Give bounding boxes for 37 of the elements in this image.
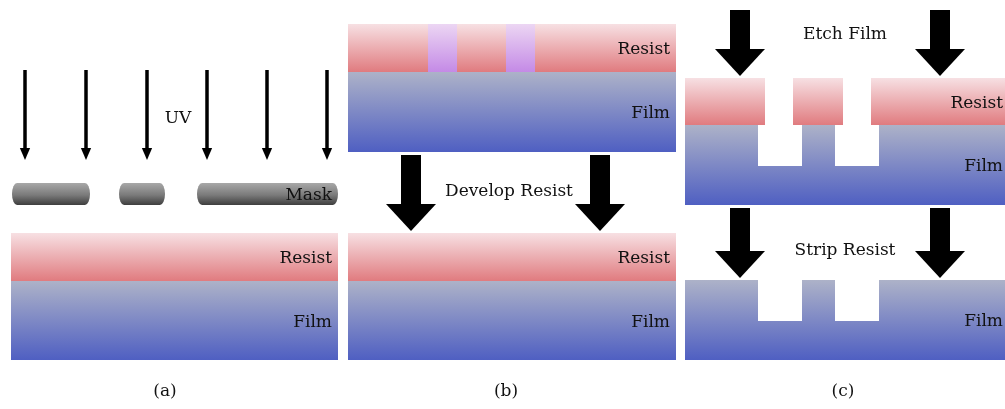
process-arrow [915,10,965,76]
step-label: Etch Film [803,23,887,43]
process-arrow [715,10,765,76]
layer-label: Resist [617,38,670,58]
process-arrow [715,208,765,278]
layer-label: Film [631,102,670,122]
mask-segment [119,183,165,205]
film-layer [11,281,338,360]
process-arrow [575,155,625,231]
film-layer [348,72,676,152]
etched-film-layer [685,280,1005,360]
layer-label: Mask [285,184,332,204]
process-arrow [915,208,965,278]
mask-segment [12,183,90,205]
step-label: Develop Resist [445,180,573,200]
layer-label: Film [964,155,1003,175]
layer-label: Film [293,310,332,331]
layer-label: Resist [279,247,332,267]
layer-label: Film [964,310,1003,330]
process-arrow [386,155,436,231]
layer-label: Resist [617,247,670,267]
panel-label: (b) [493,380,519,400]
resist-layer [11,233,338,281]
mask-segment [197,183,338,205]
panel-label: (a) [153,380,177,400]
resist-segment [685,78,765,125]
layer-label: Film [631,310,670,331]
film-layer [348,281,676,360]
panel-label: (c) [831,380,855,400]
resist-layer [348,233,676,281]
resist-segment [871,78,1005,125]
radiation-label: UV [164,107,192,127]
resist-segment [793,78,843,125]
resist-layer [348,24,676,72]
etched-film-layer [685,125,1005,205]
step-label: Strip Resist [794,239,896,259]
layer-label: Resist [950,91,1003,112]
